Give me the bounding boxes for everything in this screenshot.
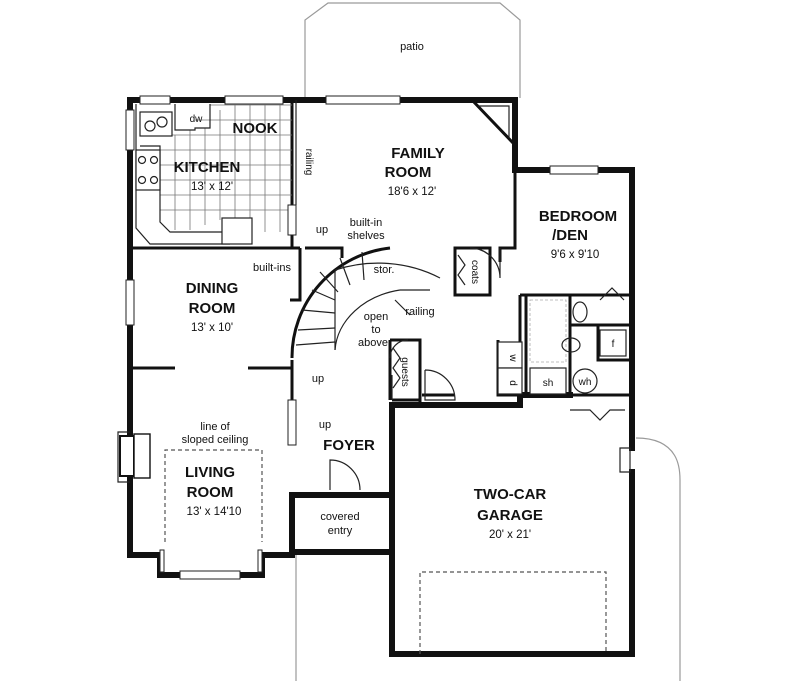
shower-label: sh bbox=[543, 378, 554, 389]
dryer-label: d bbox=[507, 380, 518, 386]
freezer-label: f bbox=[612, 339, 615, 350]
kitchen-tile-grid bbox=[160, 104, 292, 232]
corner-fireplace bbox=[468, 98, 517, 149]
garage-dimensions: 20' x 21' bbox=[489, 529, 531, 541]
family-room-label-1: FAMILY bbox=[391, 145, 445, 162]
bedroom-dimensions: 9'6 x 9'10 bbox=[551, 249, 600, 261]
kitchen-counters bbox=[135, 104, 253, 245]
kitchen-label: KITCHEN bbox=[174, 159, 241, 176]
fireplace bbox=[117, 431, 151, 483]
sloped-ceiling-label-1: line of bbox=[200, 421, 230, 433]
living-room-label-1: LIVING bbox=[185, 464, 235, 481]
railing-vertical-label: railing bbox=[303, 149, 314, 176]
living-room-label-2: ROOM bbox=[187, 484, 234, 501]
labels: patio NOOK dw KITCHEN 13' x 12' FAMILY R… bbox=[174, 41, 618, 541]
coats-closet bbox=[457, 254, 466, 286]
doors bbox=[329, 247, 631, 491]
living-room-dimensions: 13' x 14'10 bbox=[187, 506, 242, 518]
built-ins-label: built-ins bbox=[253, 262, 291, 274]
coats-label: coats bbox=[469, 260, 480, 284]
dishwasher-label: dw bbox=[190, 114, 204, 125]
open-to-above-label-3: above bbox=[358, 337, 388, 349]
sloped-ceiling-line bbox=[164, 449, 263, 542]
open-to-above-label-1: open bbox=[364, 311, 388, 323]
laundry-fixtures bbox=[497, 287, 627, 395]
built-in-shelves-label-1: built-in bbox=[350, 217, 382, 229]
up-label-family: up bbox=[316, 224, 328, 236]
garage-label-1: TWO-CAR bbox=[474, 486, 547, 503]
family-room-label-2: ROOM bbox=[385, 164, 432, 181]
dining-room-label-1: DINING bbox=[186, 280, 239, 297]
up-label-foyer: up bbox=[319, 419, 331, 431]
covered-entry-label-1: covered bbox=[320, 511, 359, 523]
stair-railing bbox=[287, 100, 297, 446]
covered-entry-label-2: entry bbox=[328, 525, 353, 537]
curved-stair bbox=[290, 246, 441, 359]
sloped-ceiling-label-2: sloped ceiling bbox=[182, 434, 249, 446]
patio-label: patio bbox=[400, 41, 424, 53]
garage-door bbox=[295, 437, 681, 681]
up-label-stair: up bbox=[312, 373, 324, 385]
dining-room-dimensions: 13' x 10' bbox=[191, 322, 233, 334]
bedroom-label-2: /DEN bbox=[552, 227, 588, 244]
family-room-dimensions: 18'6 x 12' bbox=[388, 186, 437, 198]
guests-closet-label: guests bbox=[399, 357, 410, 386]
bedroom-label-1: BEDROOM bbox=[539, 208, 617, 225]
built-in-shelves-label-2: shelves bbox=[347, 230, 385, 242]
interior-walls bbox=[130, 100, 632, 405]
storage-label: stor. bbox=[374, 264, 395, 276]
guests-closet bbox=[392, 347, 401, 389]
washer-label: w bbox=[507, 353, 518, 362]
dining-room-label-2: ROOM bbox=[189, 300, 236, 317]
open-to-above-label-2: to bbox=[371, 324, 380, 336]
railing-label: railing bbox=[405, 306, 434, 318]
water-heater-label: wh bbox=[578, 377, 592, 388]
nook-label: NOOK bbox=[233, 120, 278, 137]
patio bbox=[304, 2, 521, 98]
kitchen-dimensions: 13' x 12' bbox=[191, 181, 233, 193]
foyer-label: FOYER bbox=[323, 437, 375, 454]
garage-label-2: GARAGE bbox=[477, 507, 543, 524]
windows bbox=[125, 95, 599, 580]
